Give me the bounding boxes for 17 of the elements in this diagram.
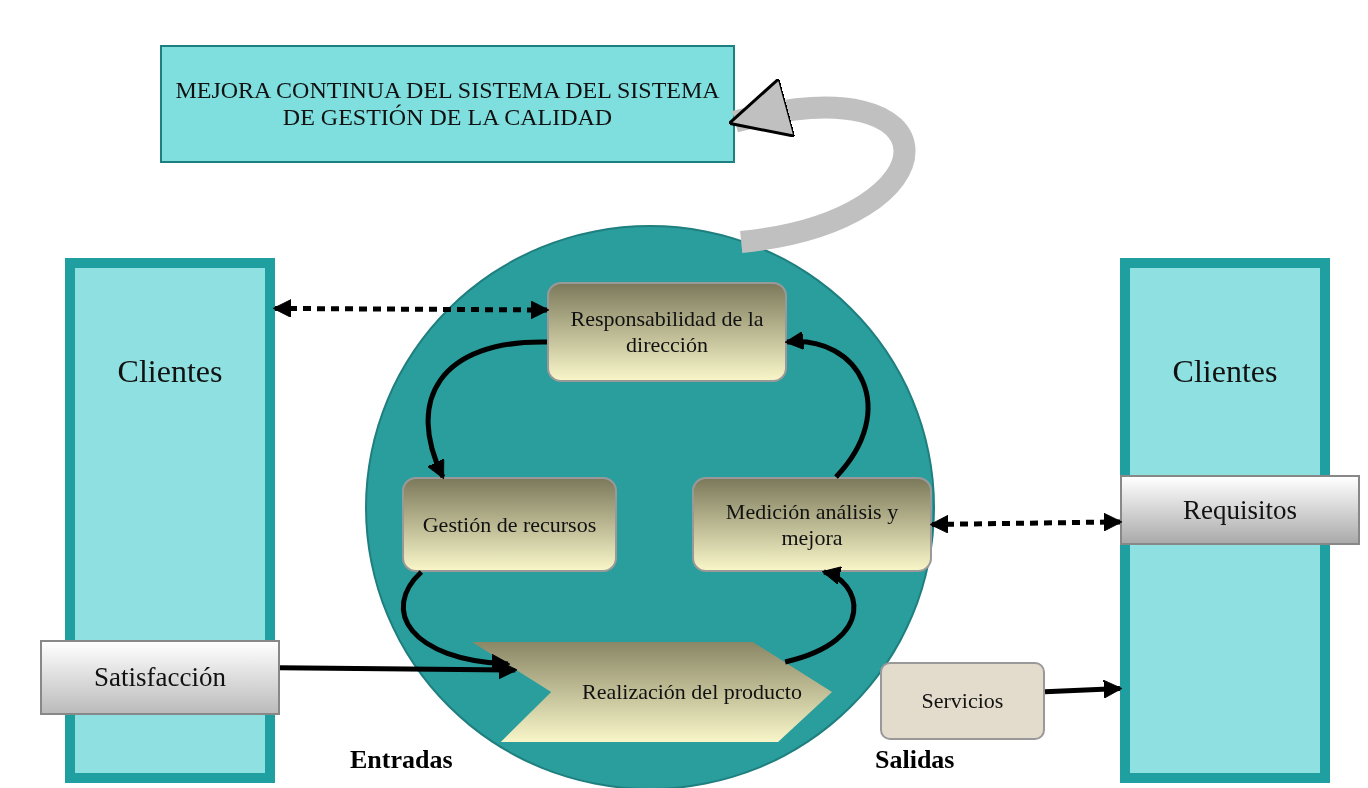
section-label: Entradas: [350, 745, 453, 775]
improvement-banner: MEJORA CONTINUA DEL SISTEMA DEL SISTEMA DE GESTIÓN DE LA CALIDAD: [160, 45, 735, 163]
process-chevron: Realización del producto: [472, 642, 832, 742]
double-arrow: [272, 299, 550, 320]
process-box: Medición análisis y mejora: [692, 477, 932, 572]
arrow: [1044, 679, 1123, 699]
requirement-box: Requisitos: [1120, 475, 1360, 545]
service-box: Servicios: [880, 662, 1045, 740]
arrow: [425, 339, 548, 480]
satisfaction-box: Satisfacción: [40, 640, 280, 715]
process-box: Responsabilidad de la dirección: [547, 282, 787, 382]
arrow: [784, 568, 857, 665]
double-arrow: [929, 512, 1123, 534]
section-label: Salidas: [875, 745, 955, 775]
process-box: Gestión de recursos: [402, 477, 617, 572]
arrow: [784, 332, 871, 479]
curved-arrow: [727, 79, 916, 253]
